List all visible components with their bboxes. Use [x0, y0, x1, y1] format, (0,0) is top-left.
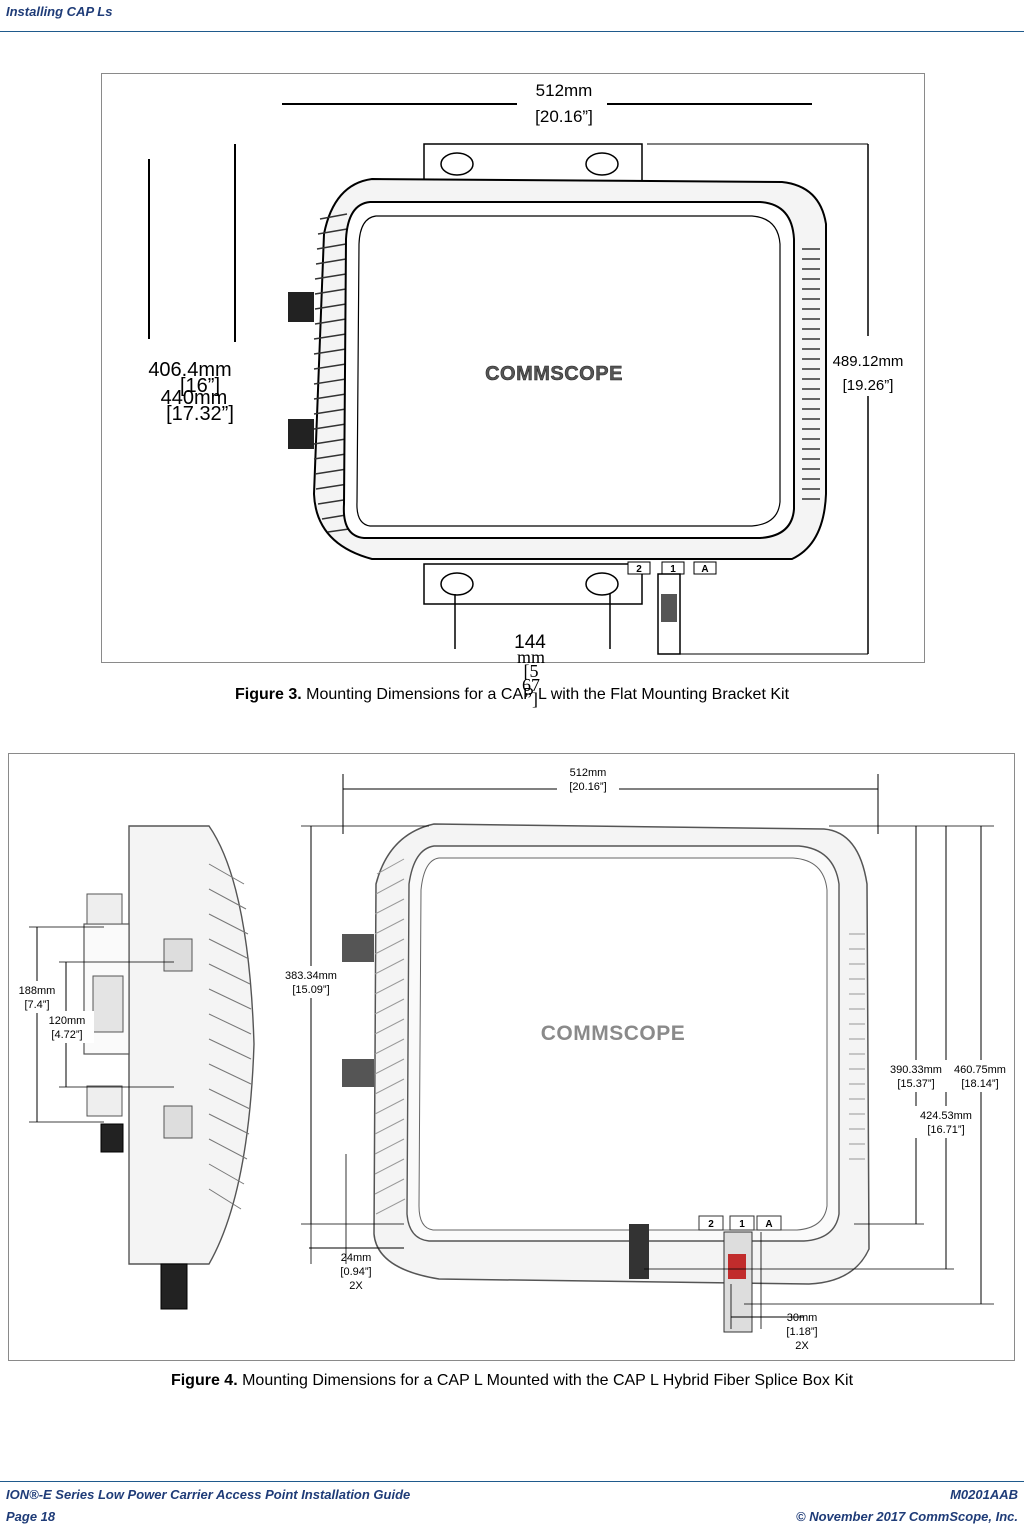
fig4-side-fins [208, 863, 252, 1210]
fig4-connector-lower [342, 1059, 374, 1087]
fig4-port-label-2: 2 [708, 1219, 714, 1230]
fig4-g-mm: 424.53mm [920, 1110, 972, 1122]
figure-4-frame: 512mm [20.16”] 188mm [7.4 [8, 753, 1015, 1361]
fig3-h2-in: [17.32”] [166, 403, 234, 425]
fig3-h1-mm: 406.4mm [148, 359, 231, 381]
figure-3-frame: 512mm [20.16”] 406.4mm [16”] 440mm [17.3… [101, 73, 925, 663]
fig3-top-slot-left [440, 152, 474, 176]
fig4-e-in: [15.37”] [897, 1078, 934, 1090]
fig4-c-mm: 383.34mm [285, 970, 337, 982]
fig4-fiber-boot [728, 1254, 746, 1279]
fig3-bottom-bracket [423, 563, 643, 605]
fig3-bottom-mm: 144 [514, 632, 546, 653]
fig4-h-mm: 30mm [787, 1312, 818, 1324]
fig4-h-qty: 2X [795, 1340, 809, 1352]
fig4-port-label-1: 1 [739, 1219, 745, 1230]
fig3-width-mm: 512mm [536, 81, 593, 100]
fig3-bottom-line2: mm [516, 647, 545, 667]
figure-3-caption: Figure 3. Mounting Dimensions for a CAP … [0, 686, 1024, 704]
fig4-383-bg [277, 966, 347, 998]
section-title: Installing CAP Ls [6, 4, 113, 19]
figure-4-caption: Figure 4. Mounting Dimensions for a CAP … [0, 1372, 1024, 1390]
fig3-bottom-slot-left [440, 572, 474, 596]
header-rule [0, 31, 1024, 32]
fig4-b-in: [4.72”] [51, 1029, 82, 1041]
figure-4-text: Mounting Dimensions for a CAP L Mounted … [242, 1372, 854, 1389]
fig3-front-panel-inner [356, 215, 781, 527]
fig3-port-label-1: 1 [670, 564, 676, 575]
fig3-port-label-2: 2 [636, 564, 642, 575]
fig3-port-box-a [693, 561, 717, 575]
fig4-f-mm: 460.75mm [954, 1064, 1006, 1076]
fig3-port-box-2 [627, 561, 651, 575]
figure-3-text: Mounting Dimensions for a CAP L with the… [306, 686, 790, 703]
fig4-h-in: [1.18”] [786, 1326, 817, 1338]
fig4-top-label-bg [557, 762, 619, 796]
fig3-top-slot-right [585, 152, 619, 176]
figure-3-drawing: 512mm [20.16”] 406.4mm [16”] 440mm [17.3… [148, 81, 904, 655]
fig3-bottom-line4: 67 [522, 675, 540, 695]
fig3-connector-lower [288, 419, 314, 449]
fig4-side-view [83, 825, 255, 1310]
figure-3-label: Figure 3. [234, 686, 302, 703]
fig4-f-in: [18.14”] [961, 1078, 998, 1090]
figure-4-drawing: 512mm [20.16”] 188mm [7.4 [9, 762, 1009, 1352]
fig4-460-bg [951, 1060, 1009, 1092]
fig4-port-box-1 [729, 1215, 755, 1231]
fig3-bottom-dim-stack: mm [5 67 ”] [506, 647, 556, 709]
fig4-port-box-a [756, 1215, 782, 1231]
fig4-port-label-a: A [765, 1219, 772, 1230]
figure-4-label: Figure 4. [170, 1372, 238, 1389]
fig3-port-label-a: A [701, 564, 708, 575]
fig4-e-mm: 390.33mm [890, 1064, 942, 1076]
fig4-188-bg [9, 981, 65, 1013]
footer-copyright: © November 2017 CommScope, Inc. [796, 1509, 1018, 1524]
fig4-front-fins-left [374, 858, 406, 1215]
fig3-fins-right [802, 248, 820, 500]
fig3-bottom-line3: [5 [523, 661, 539, 681]
footer-page-number: Page 18 [6, 1509, 56, 1524]
footer-doc-number: M0201AAB [950, 1487, 1018, 1502]
fig3-connector-upper [288, 292, 314, 322]
fig4-390-bg [884, 1060, 948, 1092]
fig4-port-box-2 [698, 1215, 724, 1231]
fig3-h2-mm: 440mm [161, 387, 228, 409]
fig4-a-in: [7.4”] [24, 999, 49, 1011]
footer-rule [0, 1481, 1024, 1482]
fig4-fiber-cable [723, 1231, 753, 1333]
fig4-d-mm: 24mm [341, 1252, 372, 1264]
footer-guide-title: ION®-E Series Low Power Carrier Access P… [6, 1487, 411, 1502]
fig3-width-in: [20.16”] [535, 107, 593, 126]
fig4-cable-left [629, 1224, 649, 1279]
fig4-d-qty: 2X [349, 1280, 363, 1292]
fig3-right-mm: 489.12mm [833, 353, 904, 370]
fig4-g-in: [16.71”] [927, 1124, 964, 1136]
fig4-connector-upper [342, 934, 374, 962]
fig4-120-bg [42, 1011, 94, 1043]
fig3-brand-logo: COMMSCOPE [485, 363, 623, 385]
fig4-d-in: [0.94”] [340, 1266, 371, 1278]
fig4-front-fins-right [849, 933, 865, 1160]
fig4-424-bg [914, 1106, 978, 1138]
fig3-bottom-slot-right [585, 572, 619, 596]
fig4-front-panel-inner [418, 857, 828, 1231]
fig3-bottom-line5: ”] [524, 689, 538, 709]
fig3-right-in: [19.26”] [843, 377, 894, 394]
fig3-fiber-boot [661, 594, 677, 622]
fig4-c-in: [15.09”] [292, 984, 329, 996]
fig4-brand-logo: COMMSCOPE [541, 1022, 686, 1045]
fig3-h1-in: [16”] [180, 375, 220, 397]
fig4-top-mm: 512mm [570, 767, 607, 779]
fig4-top-in: [20.16”] [569, 781, 606, 793]
fig4-b-mm: 120mm [49, 1015, 86, 1027]
fig4-a-mm: 188mm [19, 985, 56, 997]
